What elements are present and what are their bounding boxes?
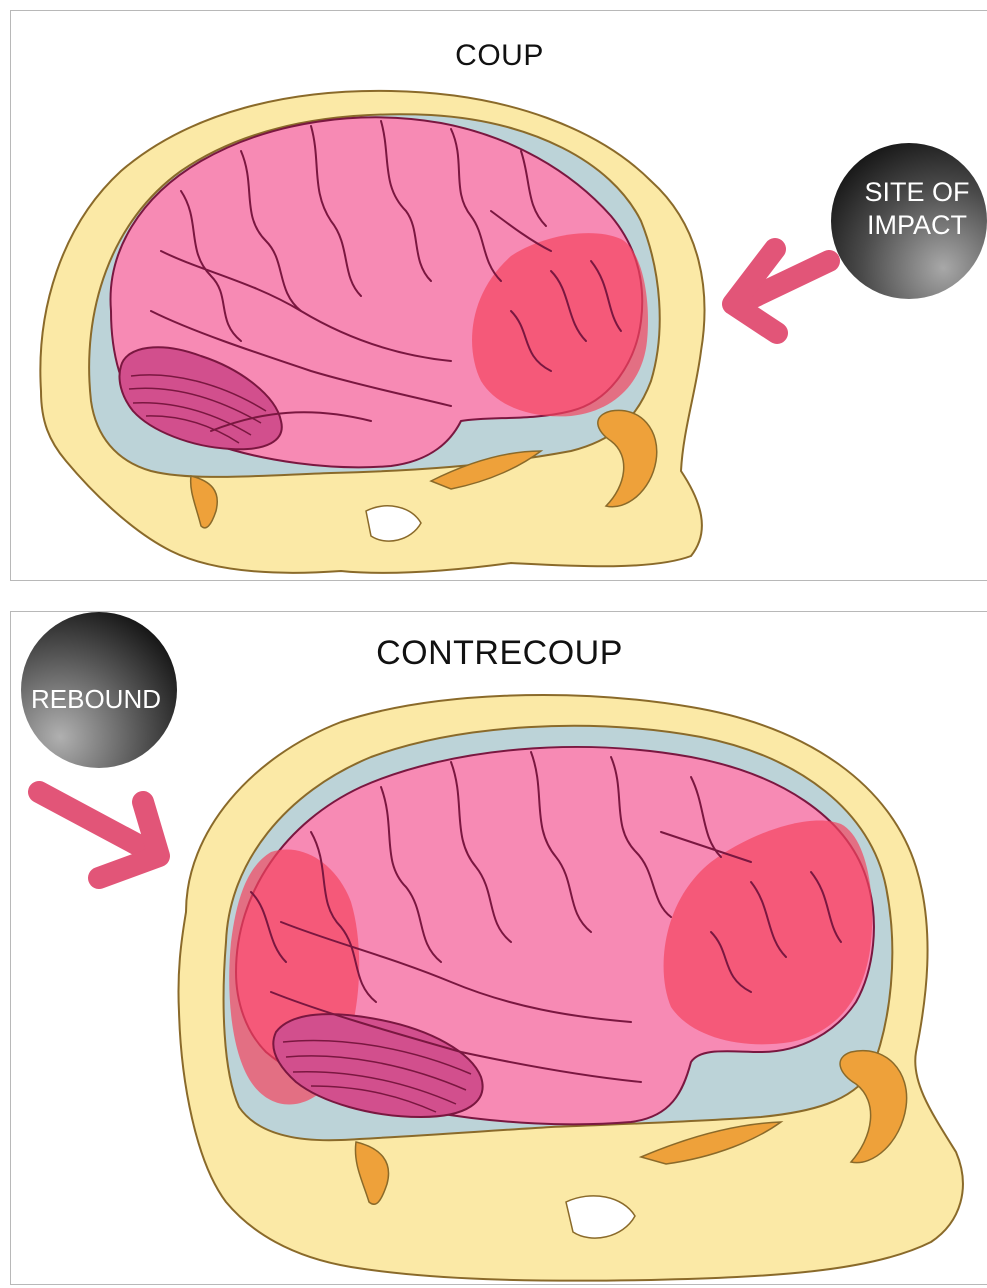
coup-impact-arrow bbox=[733, 249, 829, 333]
contrecoup-illustration: REBOUND bbox=[11, 612, 987, 1284]
coup-illustration: SITE OF IMPACT bbox=[11, 11, 987, 580]
impact-label-line2: IMPACT bbox=[867, 210, 967, 240]
impact-label-line1: SITE OF bbox=[864, 177, 969, 207]
rebound-arrow bbox=[39, 792, 159, 878]
rebound-label: REBOUND bbox=[31, 684, 161, 714]
coup-panel: COUP bbox=[10, 10, 987, 581]
contrecoup-panel: CONTRECOUP bbox=[10, 611, 987, 1285]
